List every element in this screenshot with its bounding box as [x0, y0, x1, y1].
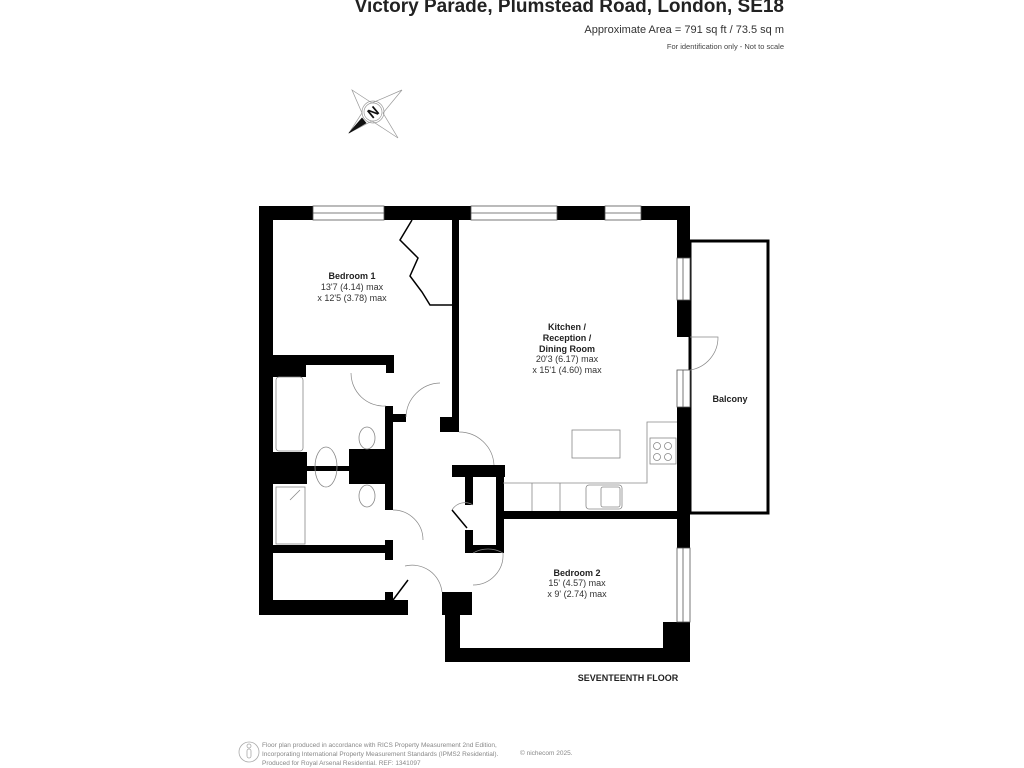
kitchen-island	[571, 429, 621, 459]
room-dim: 20'3 (6.17) max	[536, 354, 599, 364]
copyright: © nichecom 2025.	[520, 750, 573, 757]
room-dim: x 9' (2.74) max	[547, 589, 607, 599]
footer-line: Produced for Royal Arsenal Residential. …	[262, 760, 421, 767]
room-name-bedroom-1: Bedroom 1	[328, 271, 375, 281]
balcony-outline	[688, 239, 770, 515]
basin	[314, 446, 338, 488]
fixtures	[275, 376, 677, 545]
room-name-kitchen: Reception /	[543, 333, 592, 343]
north-compass-icon: N	[347, 89, 403, 139]
approximate-area: Approximate Area = 791 sq ft / 73.5 sq m	[584, 24, 784, 36]
room-dim: x 15'1 (4.60) max	[532, 365, 602, 375]
room-name-bedroom-2: Bedroom 2	[553, 568, 600, 578]
room-dim: 13'7 (4.14) max	[321, 282, 384, 292]
sink	[585, 484, 623, 510]
walls	[259, 206, 690, 662]
room-name-kitchen: Dining Room	[539, 344, 595, 354]
windows	[312, 205, 691, 623]
kitchen-counter	[503, 421, 677, 484]
person-icon	[238, 741, 260, 763]
shower	[275, 486, 306, 545]
plan-title: Victory Parade, Plumstead Road, London, …	[354, 0, 784, 17]
room-name-kitchen: Kitchen /	[548, 322, 587, 332]
room-name-balcony: Balcony	[712, 394, 747, 404]
hob	[649, 437, 677, 465]
toilet	[358, 484, 376, 508]
disclaimer: For identification only - Not to scale	[666, 42, 784, 51]
room-dim: x 12'5 (3.78) max	[317, 293, 387, 303]
doors	[350, 219, 719, 601]
floor-label: SEVENTEENTH FLOOR	[578, 673, 679, 683]
footer-line: Incorporating International Property Mea…	[262, 751, 499, 758]
bath	[275, 376, 304, 452]
room-dim: 15' (4.57) max	[548, 578, 606, 588]
toilet	[358, 426, 376, 450]
footer-line: Floor plan produced in accordance with R…	[262, 742, 497, 749]
footer-notes: Floor plan produced in accordance with R…	[262, 741, 498, 768]
